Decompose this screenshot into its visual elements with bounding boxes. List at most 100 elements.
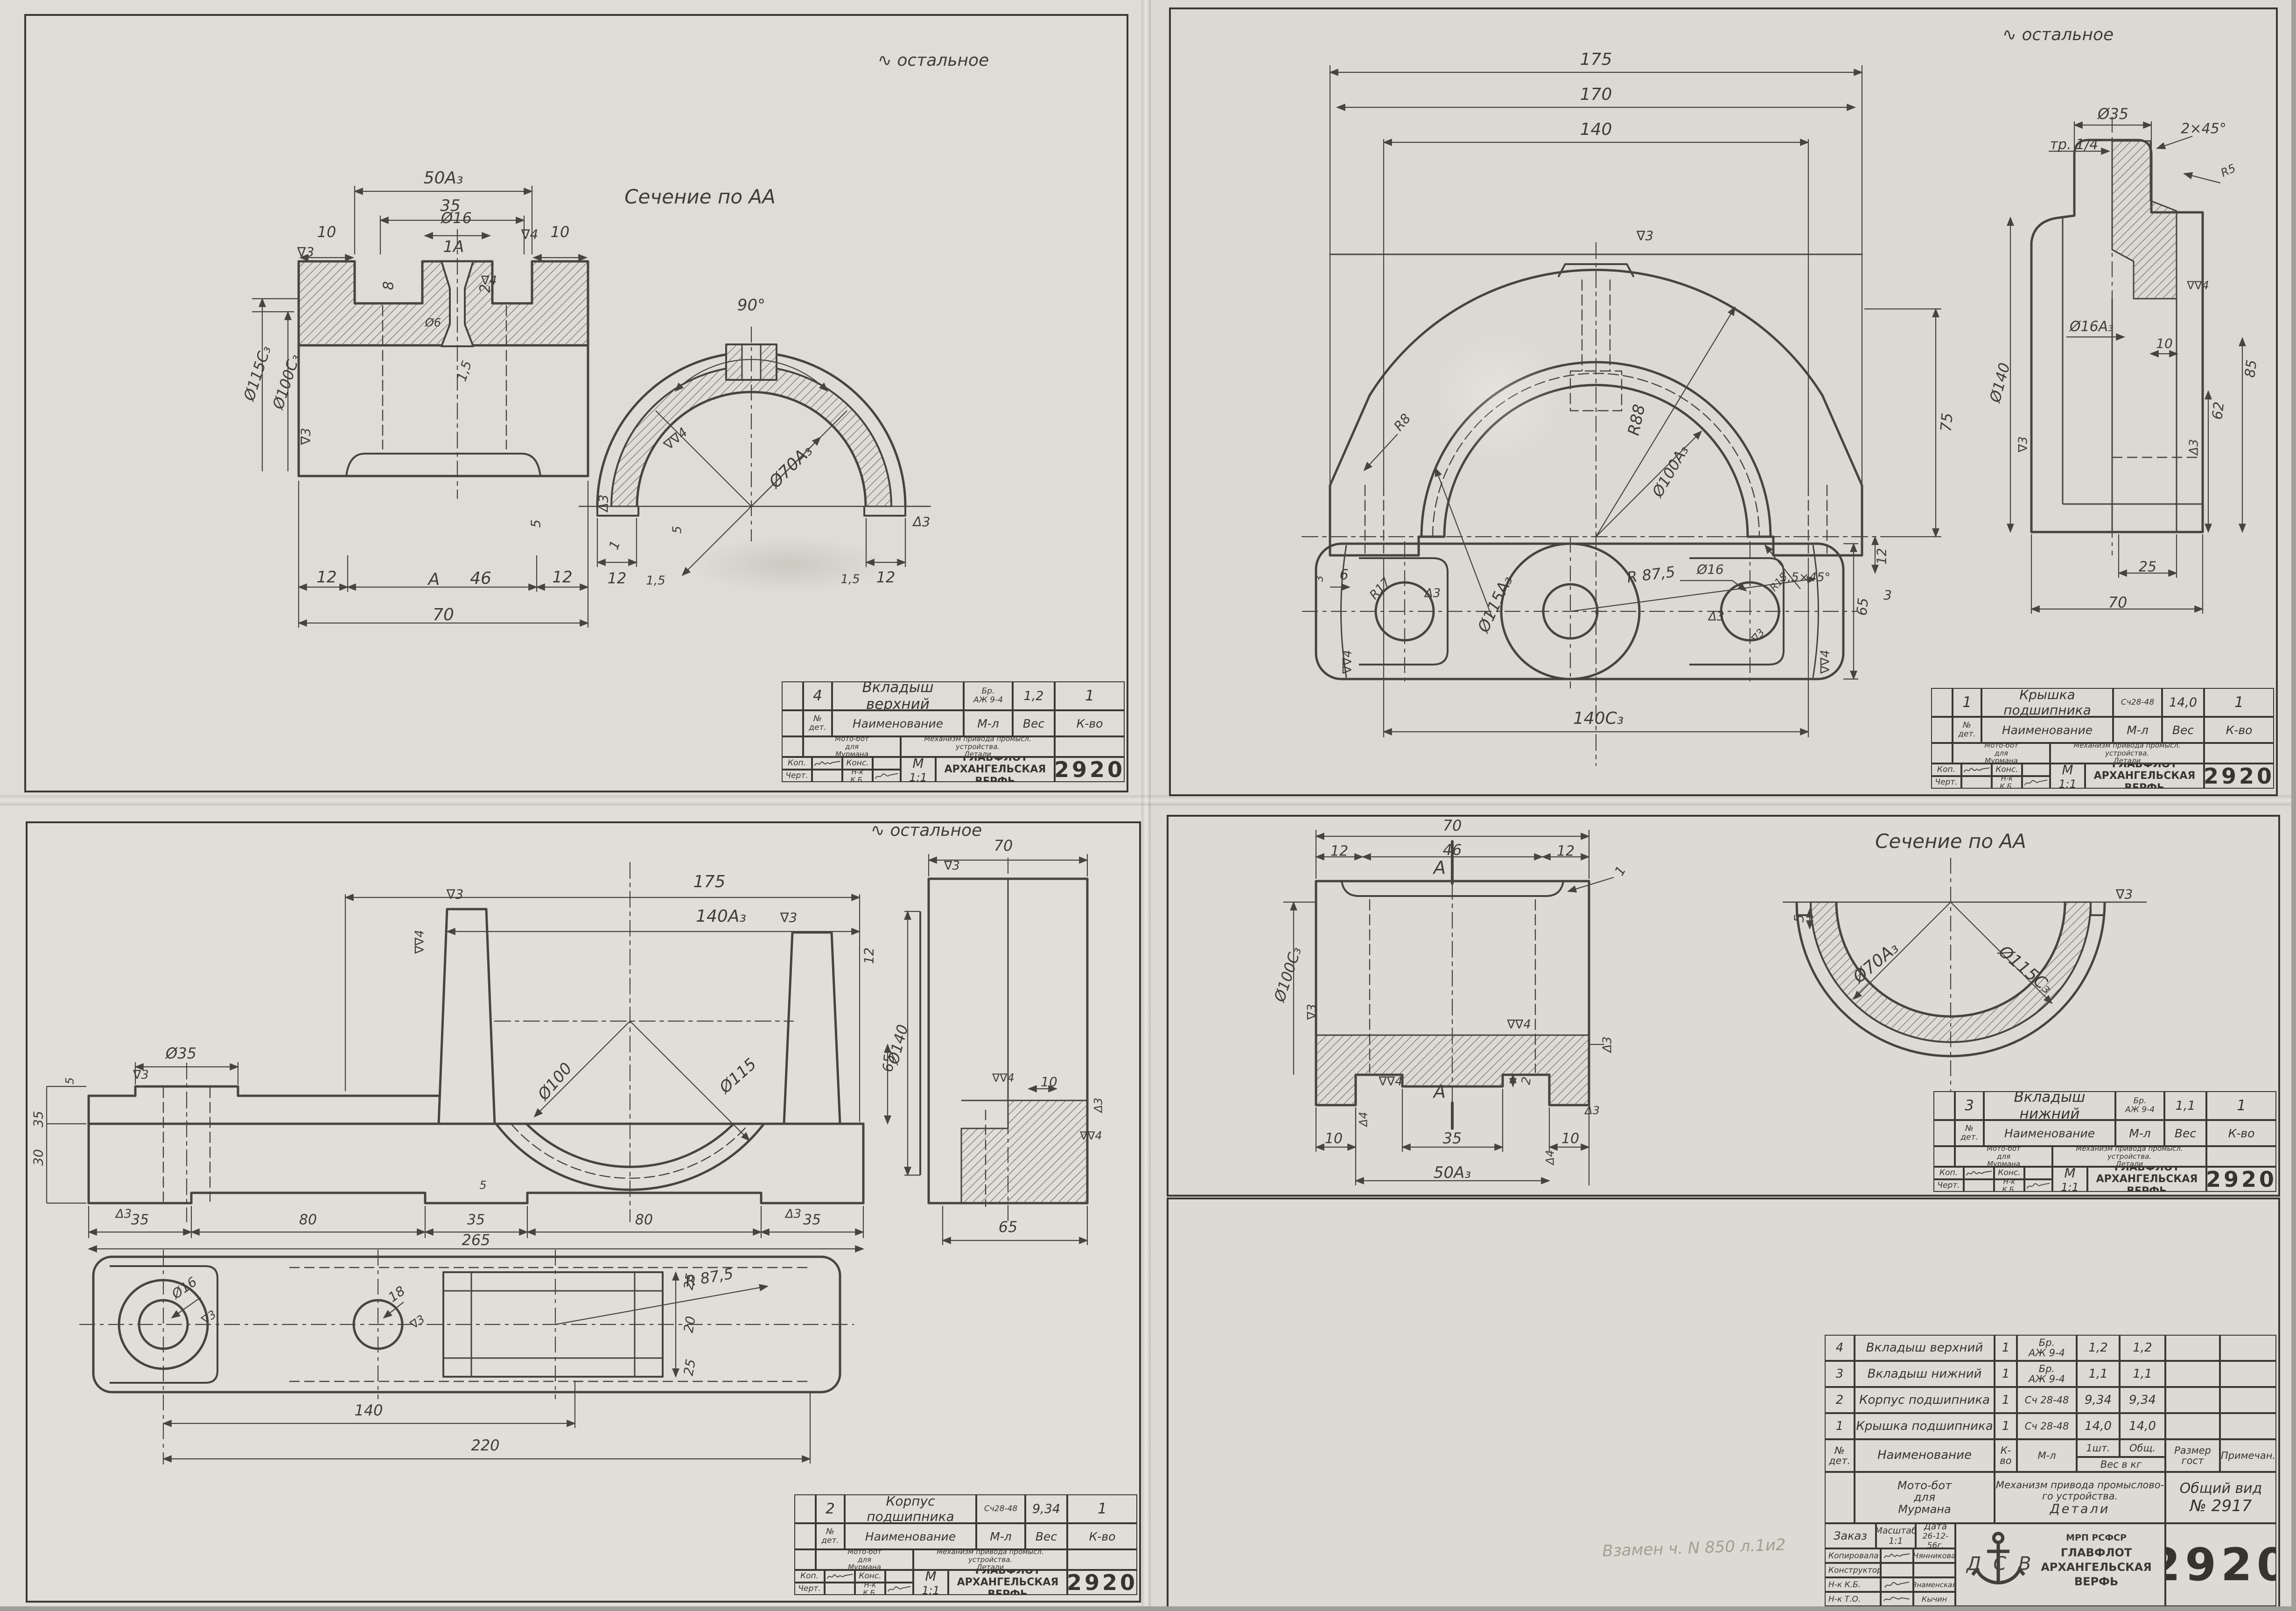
signature — [826, 1573, 853, 1579]
org-line: АРХАНГЕЛЬСКАЯ — [957, 1576, 1059, 1589]
scale-cell: М 1:1 — [2052, 1167, 2087, 1192]
plan-view — [79, 1250, 854, 1464]
consultant-label: Конс. — [1992, 763, 2022, 776]
part-material: Сч28-48 — [2113, 688, 2162, 717]
section-title: Сечение по АА — [1875, 829, 2026, 853]
part-weight-total: 9,34 — [2120, 1387, 2165, 1413]
tb-cell-blank — [2206, 1146, 2276, 1167]
sign-name: Кычин — [1913, 1592, 1955, 1606]
mechanism-name: Механизм привода промыслово- го устройст… — [1995, 1479, 2164, 1502]
organization-cell: ГЛАВФЛОТ АРХАНГЕЛЬСКАЯ ВЕРФЬ — [2087, 1167, 2206, 1192]
dimension-label: 10 — [1561, 1130, 1580, 1147]
section-dim-lines — [596, 359, 931, 576]
kb-head-label: Н-к К.Б. — [1992, 776, 2022, 789]
sign-name: Нянникова — [1913, 1548, 1955, 1563]
dimension-label: 35 — [440, 196, 461, 216]
part-weight-each: 9,34 — [2077, 1387, 2120, 1413]
dimension-label: 5 — [63, 1077, 77, 1085]
sign-name: Знаменская — [1913, 1577, 1955, 1592]
dimension-label: 3 — [1883, 587, 1892, 603]
part-size — [2165, 1387, 2220, 1413]
org-line: ВЕРФЬ — [2074, 1575, 2119, 1589]
part-number: 4 — [803, 681, 832, 710]
dimension-label: ∇3 — [1636, 228, 1654, 244]
part-name: Корпус подшипника — [1855, 1387, 1995, 1413]
col-name: Наименование — [1981, 717, 2113, 743]
anchor-icon — [1971, 1532, 2026, 1584]
dimension-label: 12 — [552, 568, 573, 587]
dimension-label: 140С₃ — [1573, 709, 1624, 728]
side-dim-lines — [904, 854, 1088, 1245]
dimension-label: ∇∇4 — [1379, 1074, 1403, 1089]
tb-cell-blank — [794, 1494, 816, 1523]
part-note — [2220, 1335, 2276, 1361]
dimension-label: Δ3 — [115, 1207, 132, 1221]
part-weight: 1,2 — [1013, 681, 1055, 710]
dimension-label: 1,5 — [840, 572, 860, 587]
side-dim-lines — [2007, 121, 2246, 614]
signature-cell — [812, 757, 842, 770]
dimension-label: Δ4 — [1357, 1112, 1370, 1127]
col-qty: К-во — [1055, 710, 1125, 736]
copied-label: Коп. — [1933, 1167, 1964, 1179]
dimension-label: Δ4 — [1543, 1150, 1557, 1165]
front-dim-lines — [1283, 830, 1614, 1185]
organization-cell: ГЛАВФЛОТ АРХАНГЕЛЬСКАЯ ВЕРФЬ — [936, 757, 1055, 782]
dimension-label: 10 — [1324, 1130, 1343, 1147]
signature — [887, 1585, 911, 1592]
part-material: Сч 28-48 — [2017, 1387, 2077, 1413]
upper-shell-drawing — [252, 186, 931, 628]
quadrant-bearing-housing: 2 Корпус подшипника Сч28-48 9,34 1 № дет… — [0, 802, 1148, 1611]
dimension-label: 80 — [635, 1212, 653, 1228]
tb-cell-blank — [1931, 743, 1953, 763]
dimension-label: Δ3 — [595, 494, 611, 512]
dimension-label: 12 — [1556, 843, 1575, 860]
part-name: Крышка подшипника — [1855, 1413, 1995, 1439]
title-block: 2 Корпус подшипника Сч28-48 9,34 1 № дет… — [794, 1494, 1137, 1595]
col-no: № дет. — [1955, 1120, 1984, 1146]
col-weight-each: 1шт. — [2077, 1439, 2120, 1457]
dimension-label: 65 — [998, 1218, 1018, 1236]
col-qty: К-во — [1067, 1523, 1137, 1549]
quadrant-bearing-cap: 1 Крышка подшипника Сч28-48 14,0 1 № дет… — [1148, 0, 2296, 802]
dimension-label: Δ3 — [785, 1207, 802, 1221]
dimension-label: ∇∇4 — [1818, 650, 1833, 674]
dimension-label: 75 — [1937, 412, 1956, 433]
dimension-label: 50А₃ — [423, 168, 463, 188]
col-qty: К-во — [1995, 1439, 2017, 1472]
dimension-label: ∇4 — [521, 226, 539, 242]
part-qty: 1 — [2206, 1091, 2276, 1120]
part-weight: 14,0 — [2162, 688, 2204, 717]
part-number: 3 — [1825, 1361, 1855, 1387]
part-weight-total: 1,1 — [2120, 1361, 2165, 1387]
part-material: Бр. АЖ 9-4 — [2115, 1091, 2164, 1120]
part-weight-each: 1,1 — [2077, 1361, 2120, 1387]
org-line: ГЛАВФЛОТ — [2114, 1167, 2180, 1174]
dimension-label: 25 — [2138, 559, 2157, 575]
dimension-label: 12 — [1330, 843, 1349, 860]
dimension-label: 20 — [680, 1315, 699, 1334]
dimension-label: 12 — [316, 568, 337, 587]
part-qty: 1 — [1995, 1413, 2017, 1439]
org-line: ВЕРФЬ — [2124, 782, 2165, 789]
tb-cell-blank — [1933, 1091, 1955, 1120]
dimension-label: ∇3 — [297, 244, 315, 260]
dimension-label: 70 — [2108, 594, 2128, 612]
drawn-label: Черт. — [1933, 1179, 1964, 1192]
dimension-label: 1,5×45° — [1779, 570, 1831, 585]
tb-cell-blank — [782, 736, 803, 757]
dimension-label: 70 — [1442, 817, 1462, 835]
title-block: 1 Крышка подшипника Сч28-48 14,0 1 № дет… — [1931, 688, 2274, 789]
tb-cell-blank — [812, 770, 842, 782]
col-name: Наименование — [845, 1523, 976, 1549]
kb-head-label: Н-к К.Б. — [855, 1583, 885, 1595]
col-no: № дет. — [1825, 1439, 1855, 1472]
signature-cell — [1964, 1167, 1994, 1179]
dimension-label: 5 — [528, 519, 544, 528]
part-number: 3 — [1955, 1091, 1984, 1120]
org-line: АРХАНГЕЛЬСКАЯ — [944, 763, 1046, 776]
dimension-label: 1А — [443, 238, 464, 257]
dimension-label: 12 — [607, 569, 627, 588]
plan-view — [1302, 537, 1857, 688]
col-weight: Вес — [2162, 717, 2204, 743]
